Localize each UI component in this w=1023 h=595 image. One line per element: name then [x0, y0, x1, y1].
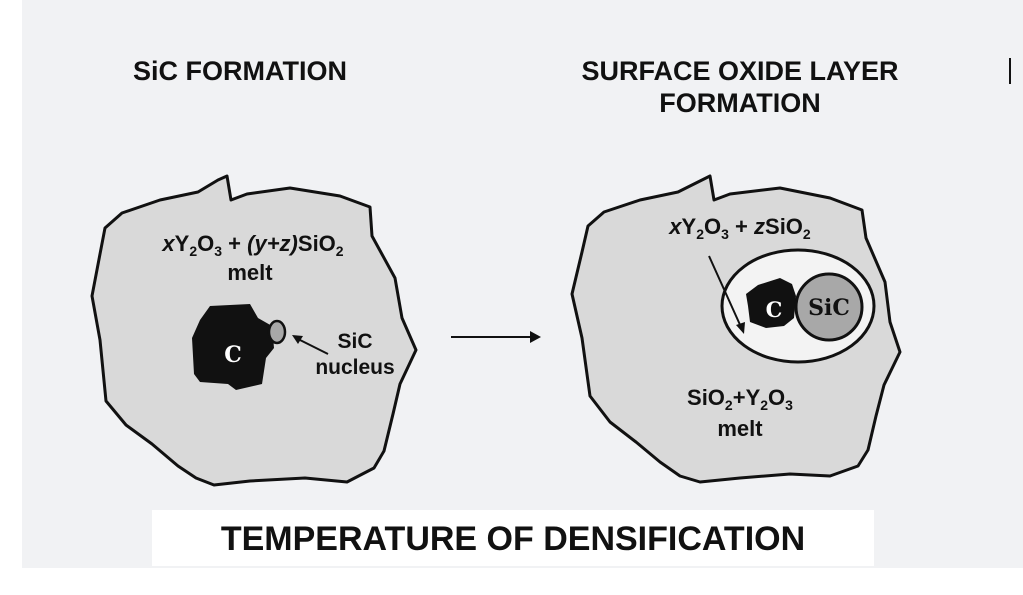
sic-nucleus [267, 319, 287, 345]
right-melt-word: melt [717, 416, 763, 441]
process-arrow-head [530, 331, 541, 343]
sic-particle-label: SiC [808, 295, 850, 321]
nucleus-label-line-2: nucleus [315, 356, 394, 379]
right-carbon-label: C [766, 297, 783, 322]
left-panel-title: SiC FORMATION [133, 56, 347, 86]
right-panel-title: SURFACE OXIDE LAYER FORMATION [520, 55, 960, 119]
nucleus-label-line-1: SiC [337, 330, 372, 353]
shell-formula: xY2O3 + zSiO2 [668, 214, 811, 242]
footer-label: TEMPERATURE OF DENSIFICATION [220, 520, 806, 558]
right-title-line-1: SURFACE OXIDE LAYER [581, 56, 899, 86]
shell-pointer-head [736, 322, 745, 334]
left-melt-formula: xY2O3 + (y+z)SiO2 [161, 231, 343, 259]
shell-pointer-arrow [708, 255, 742, 328]
left-melt-word: melt [227, 260, 273, 285]
left-carbon-particle [192, 304, 274, 390]
nucleus-pointer-head [292, 335, 303, 344]
left-carbon-label: C [224, 342, 242, 368]
nucleus-pointer-arrow [295, 337, 329, 355]
sic-particle [794, 272, 864, 342]
right-carbon-particle [746, 278, 796, 328]
right-melt-formula: SiO2+Y2O3 [687, 385, 793, 413]
right-title-line-2: FORMATION [659, 88, 821, 118]
footer-box [152, 510, 874, 566]
